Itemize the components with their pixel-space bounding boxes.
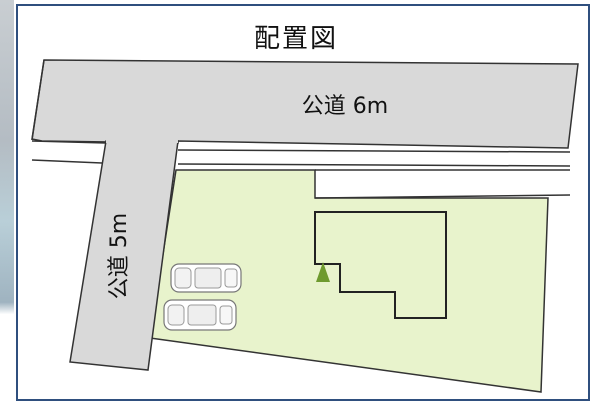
car-icon xyxy=(163,299,237,331)
page-title: 配置図 xyxy=(253,24,338,54)
neighbor-boundary-line xyxy=(314,194,571,199)
background-strip xyxy=(0,0,14,403)
road-5m-label: 公道 5m xyxy=(107,213,132,299)
road-6m-left-edge xyxy=(31,59,45,141)
road-edge-line xyxy=(31,159,103,164)
car-icon xyxy=(170,263,242,293)
road-edge-line xyxy=(177,149,571,153)
road-edge-line xyxy=(177,163,571,167)
road-6m-label: 公道 6m xyxy=(302,94,388,119)
entrance-triangle-icon xyxy=(316,262,330,282)
road-edge-line xyxy=(31,140,107,144)
road-junction xyxy=(106,139,178,143)
